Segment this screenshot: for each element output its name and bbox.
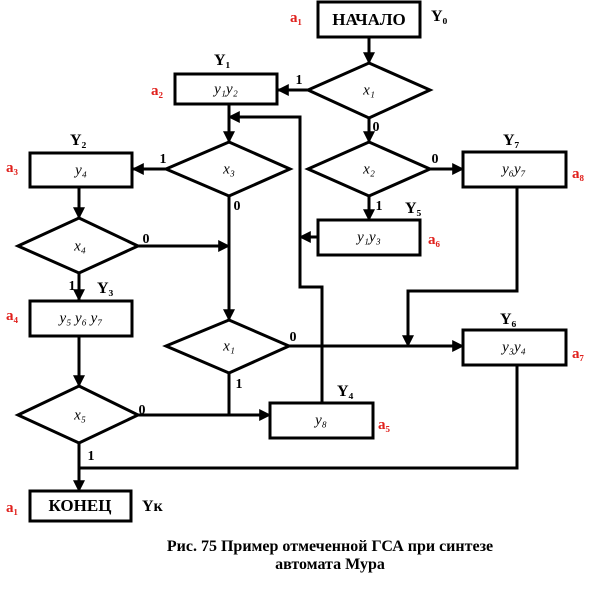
operator-box-y5y6y7: y₅ y₆ y₇ — [28, 299, 134, 338]
branch-label: 1 — [376, 199, 383, 214]
branch-label: 0 — [290, 330, 297, 345]
y-label: Yк — [142, 498, 164, 515]
operator-text: y₁y₂ — [212, 81, 238, 97]
operator-box-y8: y₈ — [268, 401, 375, 440]
condition-text: x₅ — [73, 407, 86, 423]
operator-box-y4: y₄ — [28, 151, 134, 189]
y-label: Y₂ — [70, 132, 87, 149]
branch-label: 0 — [143, 232, 150, 247]
line-y3y4-to-end — [79, 365, 519, 470]
branch-label: 1 — [160, 152, 167, 167]
y-label: Y₆ — [500, 311, 517, 328]
caption-line-2: автомата Мура — [275, 556, 385, 573]
branch-label: 1 — [296, 73, 303, 88]
condition-x1-lower: x₁ — [162, 318, 293, 375]
state-mark: a₃ — [6, 160, 19, 176]
branch-label: 0 — [373, 120, 380, 135]
condition-text: x₃ — [222, 161, 235, 177]
condition-text: x₂ — [362, 161, 375, 177]
operator-text: y₁y₃ — [355, 229, 381, 245]
operator-box-y3y4: y₃y₄ — [461, 328, 568, 367]
end-terminal: КОНЕЦ — [28, 489, 133, 523]
branch-label: 1 — [236, 377, 243, 392]
branch-labels: 1 0 1 0 0 1 0 1 0 1 0 1 — [69, 73, 439, 464]
operator-text: y₄ — [73, 162, 87, 178]
operator-box-y6y7: y₆y₇ — [461, 150, 568, 189]
state-mark: a₂ — [151, 83, 164, 99]
state-mark: a₈ — [572, 166, 585, 182]
arrow-y6y7-to-y3y4 — [402, 187, 519, 348]
condition-text: x₄ — [73, 238, 86, 254]
start-label: НАЧАЛО — [332, 10, 406, 29]
operator-text: y₈ — [313, 412, 327, 428]
y-label: Y₃ — [97, 280, 114, 297]
end-label: КОНЕЦ — [49, 496, 112, 515]
condition-x5: x₅ — [14, 384, 142, 445]
start-terminal: НАЧАЛО — [316, 0, 422, 39]
operator-text: y₃y₄ — [500, 339, 526, 355]
branch-label: 1 — [88, 449, 95, 464]
state-mark: a₁ — [6, 500, 18, 516]
y-labels: Y₀ Y₁ Y₂ Y₃ Y₄ Y₅ Y₇ Y₆ Yк — [70, 8, 520, 515]
branch-label: 0 — [139, 403, 146, 418]
condition-text: x₁ — [362, 82, 375, 98]
y-label: Y₁ — [214, 52, 231, 69]
branch-label: 0 — [234, 199, 241, 214]
condition-text: x₁ — [222, 338, 235, 354]
state-mark: a₄ — [6, 308, 19, 324]
condition-x3: x₃ — [162, 140, 294, 198]
state-mark: a₅ — [378, 417, 391, 433]
operator-box-y1y3: y₁y₃ — [316, 218, 422, 257]
connectors — [73, 37, 519, 493]
state-mark: a₁ — [290, 10, 302, 26]
condition-x2: x₂ — [304, 140, 434, 198]
caption-line-1: Рис. 75 Пример отмеченной ГСА при синтез… — [167, 538, 493, 555]
y-label: Y₅ — [405, 200, 422, 217]
operator-text: y₅ y₆ y₇ — [57, 310, 102, 326]
operator-text: y₆y₇ — [500, 161, 526, 177]
state-mark: a₇ — [572, 346, 585, 362]
operator-box-y1y2: y₁y₂ — [173, 72, 279, 106]
state-marks: a₁ a₂ a₃ a₄ a₅ a₆ a₈ a₇ a₁ — [6, 10, 585, 516]
arrow-y8-loop-to-y1y2 — [227, 111, 324, 403]
y-label: Y₄ — [337, 383, 354, 400]
y-label: Y₀ — [431, 8, 448, 25]
state-mark: a₆ — [428, 232, 441, 248]
y-label: Y₇ — [503, 132, 520, 149]
condition-x4: x₄ — [14, 216, 142, 275]
branch-label: 0 — [432, 152, 439, 167]
branch-label: 1 — [69, 279, 76, 294]
condition-x1-top: x₁ — [304, 61, 434, 120]
